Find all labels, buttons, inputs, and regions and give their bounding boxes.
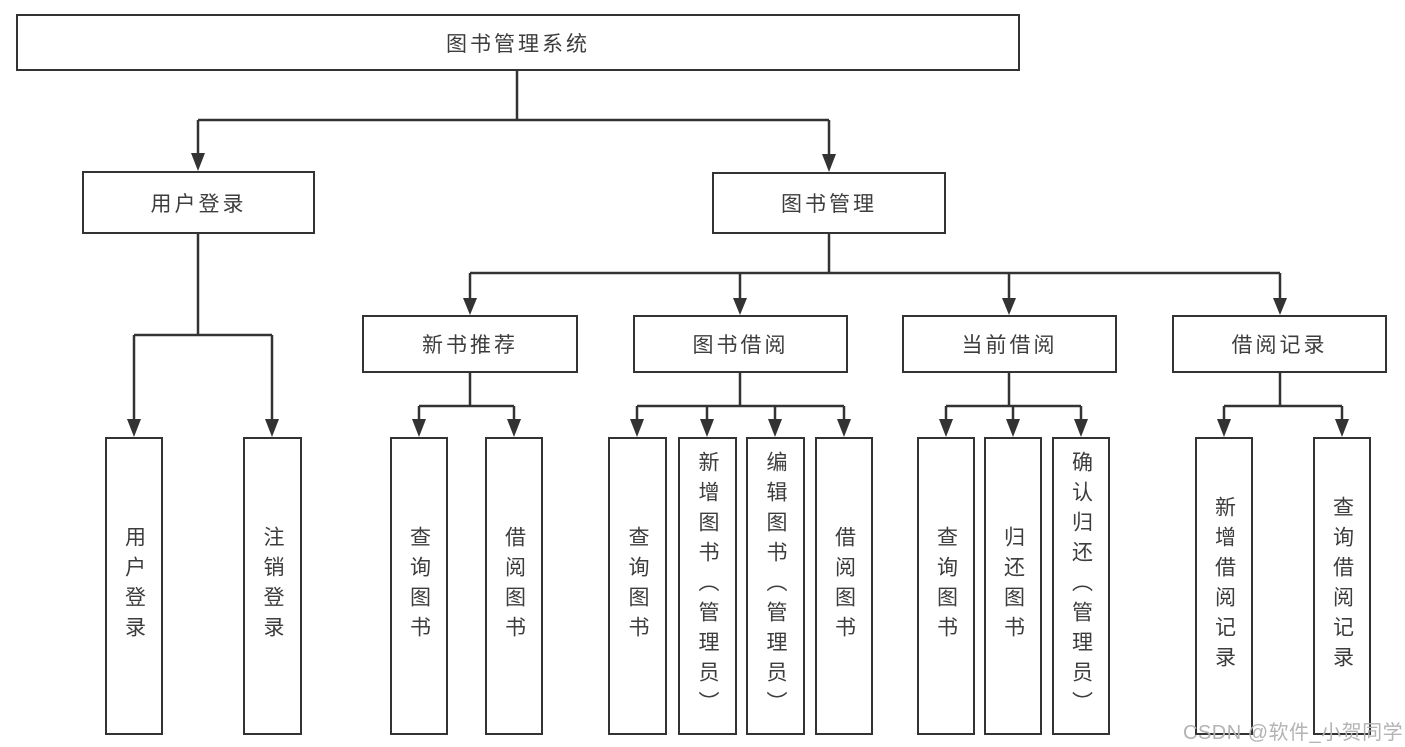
node-new-book-recommend: 新书推荐 bbox=[362, 315, 578, 373]
node-root: 图书管理系统 bbox=[16, 14, 1020, 71]
leaf-current-confirm-return-admin-label: 确认归还（管理员） bbox=[1069, 451, 1093, 721]
arrowhead-icon bbox=[191, 153, 205, 171]
arrowhead-icon bbox=[1006, 419, 1020, 437]
arrowhead-icon bbox=[1273, 298, 1287, 315]
arrowhead-icon bbox=[1217, 419, 1231, 437]
node-current-borrow: 当前借阅 bbox=[902, 315, 1117, 373]
leaf-current-confirm-return-admin: 确认归还（管理员） bbox=[1052, 437, 1110, 735]
leaf-borrow-add-books-admin-label: 新增图书（管理员） bbox=[696, 451, 720, 721]
arrowhead-icon bbox=[768, 419, 782, 437]
node-book-management: 图书管理 bbox=[712, 172, 946, 234]
arrowhead-icon bbox=[412, 419, 426, 437]
arrowhead-icon bbox=[463, 298, 477, 315]
leaf-borrow-borrow-books: 借阅图书 bbox=[815, 437, 873, 735]
node-current-borrow-label: 当前借阅 bbox=[961, 334, 1058, 357]
node-new-book-recommend-label: 新书推荐 bbox=[422, 334, 518, 357]
arrowhead-icon bbox=[265, 419, 279, 437]
connector-book-borrow-children bbox=[630, 373, 851, 437]
arrowhead-icon bbox=[630, 419, 644, 437]
leaf-borrow-borrow-books-label: 借阅图书 bbox=[832, 526, 856, 646]
leaf-recommend-borrow-books: 借阅图书 bbox=[485, 437, 543, 735]
node-user-login-label: 用户登录 bbox=[150, 192, 247, 216]
leaf-borrow-edit-books-admin-label: 编辑图书（管理员） bbox=[764, 451, 788, 721]
arrowhead-icon bbox=[700, 419, 714, 437]
leaf-borrow-query-books: 查询图书 bbox=[608, 437, 667, 735]
node-borrow-records-label: 借阅记录 bbox=[1231, 334, 1328, 357]
leaf-records-add-record-label: 新增借阅记录 bbox=[1212, 496, 1236, 676]
leaf-user-login-label: 用户登录 bbox=[122, 526, 146, 646]
connector-root-to-level1 bbox=[191, 71, 836, 172]
watermark: CSDN @软件_小贺同学 bbox=[1183, 722, 1404, 744]
node-book-borrow-label: 图书借阅 bbox=[692, 334, 789, 357]
leaf-logout: 注销登录 bbox=[243, 437, 302, 735]
leaf-current-return-books: 归还图书 bbox=[984, 437, 1042, 735]
arrowhead-icon bbox=[127, 419, 141, 437]
arrowhead-icon bbox=[1002, 298, 1016, 315]
leaf-borrow-add-books-admin: 新增图书（管理员） bbox=[678, 437, 737, 735]
connector-new-book-children bbox=[412, 373, 521, 437]
leaf-recommend-query-books-label: 查询图书 bbox=[407, 526, 431, 646]
node-user-login: 用户登录 bbox=[82, 171, 315, 234]
connector-user-login-children bbox=[127, 234, 279, 437]
arrowhead-icon bbox=[1335, 419, 1349, 437]
arrowhead-icon bbox=[733, 298, 747, 315]
leaf-current-query-books: 查询图书 bbox=[917, 437, 975, 735]
arrowhead-icon bbox=[1074, 419, 1088, 437]
node-root-label: 图书管理系统 bbox=[446, 32, 590, 56]
node-book-management-label: 图书管理 bbox=[781, 193, 877, 216]
arrowhead-icon bbox=[837, 419, 851, 437]
leaf-records-query-record-label: 查询借阅记录 bbox=[1330, 496, 1354, 676]
leaf-records-add-record: 新增借阅记录 bbox=[1195, 437, 1253, 735]
leaf-recommend-query-books: 查询图书 bbox=[390, 437, 448, 735]
arrowhead-icon bbox=[822, 154, 836, 172]
leaf-records-query-record: 查询借阅记录 bbox=[1313, 437, 1371, 735]
connector-current-borrow-children bbox=[939, 373, 1088, 437]
leaf-logout-label: 注销登录 bbox=[261, 526, 285, 646]
leaf-current-return-books-label: 归还图书 bbox=[1001, 526, 1025, 646]
connector-borrow-records-children bbox=[1217, 373, 1349, 437]
arrowhead-icon bbox=[507, 419, 521, 437]
leaf-user-login: 用户登录 bbox=[105, 437, 163, 735]
leaf-borrow-query-books-label: 查询图书 bbox=[626, 526, 650, 646]
arrowhead-icon bbox=[939, 419, 953, 437]
leaf-current-query-books-label: 查询图书 bbox=[934, 526, 958, 646]
node-book-borrow: 图书借阅 bbox=[633, 315, 848, 373]
leaf-borrow-edit-books-admin: 编辑图书（管理员） bbox=[746, 437, 805, 735]
node-borrow-records: 借阅记录 bbox=[1172, 315, 1387, 373]
connector-book-management-children bbox=[463, 234, 1287, 315]
leaf-recommend-borrow-books-label: 借阅图书 bbox=[502, 526, 526, 646]
